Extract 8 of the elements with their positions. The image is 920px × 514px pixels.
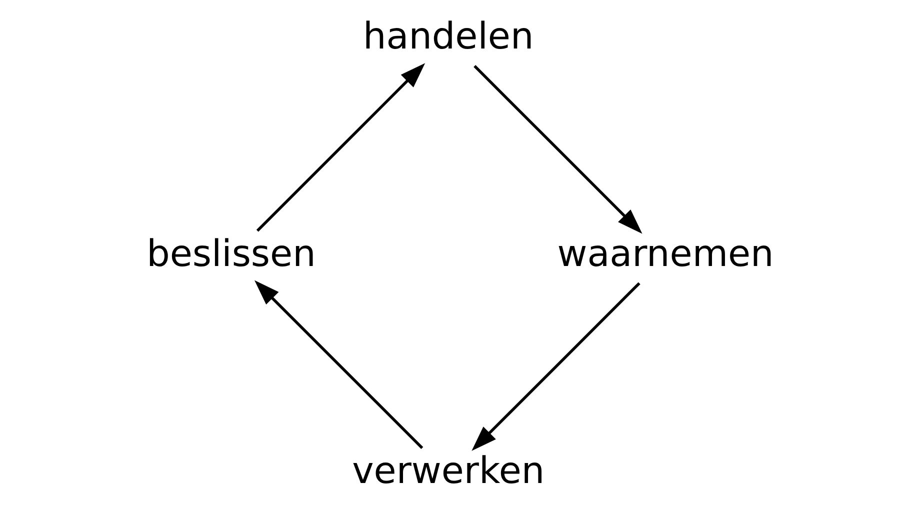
arrow <box>474 65 642 234</box>
node-text: waarnemen <box>557 232 774 275</box>
arrow <box>256 63 426 232</box>
arrow <box>472 282 640 451</box>
arrow <box>254 280 424 449</box>
node-text: beslissen <box>146 232 316 275</box>
node-text: verwerken <box>352 449 545 492</box>
node-text: handelen <box>363 14 534 58</box>
